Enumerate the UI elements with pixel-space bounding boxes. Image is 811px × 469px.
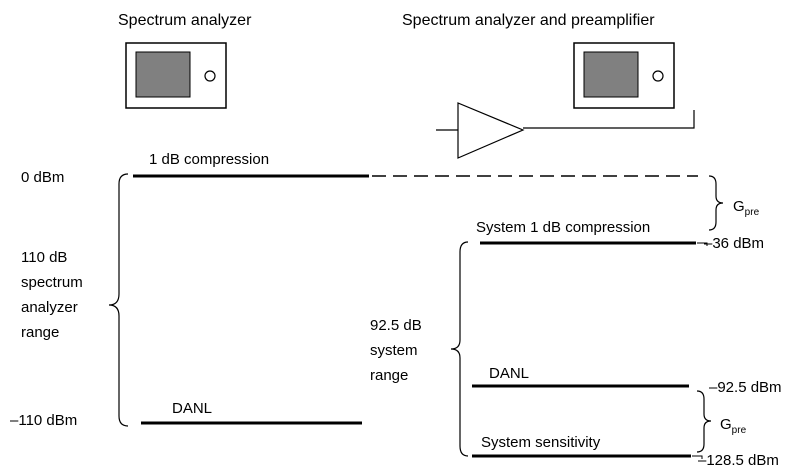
right-danl-label: DANL [489, 365, 529, 382]
system-compression-level: –36 dBm [704, 235, 764, 252]
left-danl-label: DANL [172, 400, 212, 417]
system-range-brace [450, 241, 469, 457]
gain-symbol-bottom: G [720, 416, 732, 433]
left-compression-label: 1 dB compression [149, 151, 269, 168]
gain-label-top: Gpre [733, 198, 760, 218]
left-range-line-3: analyzer [21, 299, 78, 316]
left-range-line-2: spectrum [21, 274, 83, 291]
spectrum-analyzer-icon [125, 42, 227, 109]
system-compression-tick [697, 242, 708, 246]
gain-label-bottom: Gpre [720, 416, 747, 436]
sensitivity-tick [692, 455, 703, 459]
left-range-line-4: range [21, 324, 59, 341]
left-range-line-1: 110 dB [21, 249, 67, 266]
gain-subscript-top: pre [745, 207, 760, 218]
system-range-line-1: 92.5 dB [370, 317, 422, 334]
left-range-text: 110 dB spectrum analyzer range [21, 249, 83, 341]
gain-subscript-bottom: pre [732, 425, 747, 436]
preamplifier-cable [523, 110, 695, 129]
gain-symbol-top: G [733, 198, 745, 215]
gain-brace-top [708, 175, 724, 231]
sensitivity-label: System sensitivity [481, 434, 601, 451]
left-title: Spectrum analyzer [118, 12, 252, 29]
system-compression-label: System 1 dB compression [476, 219, 650, 236]
system-range-line-3: range [370, 367, 408, 384]
left-bottom-level: –110 dBm [10, 412, 77, 429]
sensitivity-level: –128.5 dBm [698, 452, 779, 469]
spectrum-analyzer-icon [573, 42, 675, 109]
gain-brace-bottom [696, 390, 712, 453]
right-danl-level: –92.5 dBm [709, 379, 782, 396]
left-range-brace [108, 173, 129, 427]
left-top-level: 0 dBm [21, 169, 64, 186]
preamplifier-icon [436, 102, 525, 159]
right-title: Spectrum analyzer and preamplifier [402, 12, 655, 29]
system-range-line-2: system [370, 342, 418, 359]
system-range-text: 92.5 dB system range [370, 317, 422, 384]
